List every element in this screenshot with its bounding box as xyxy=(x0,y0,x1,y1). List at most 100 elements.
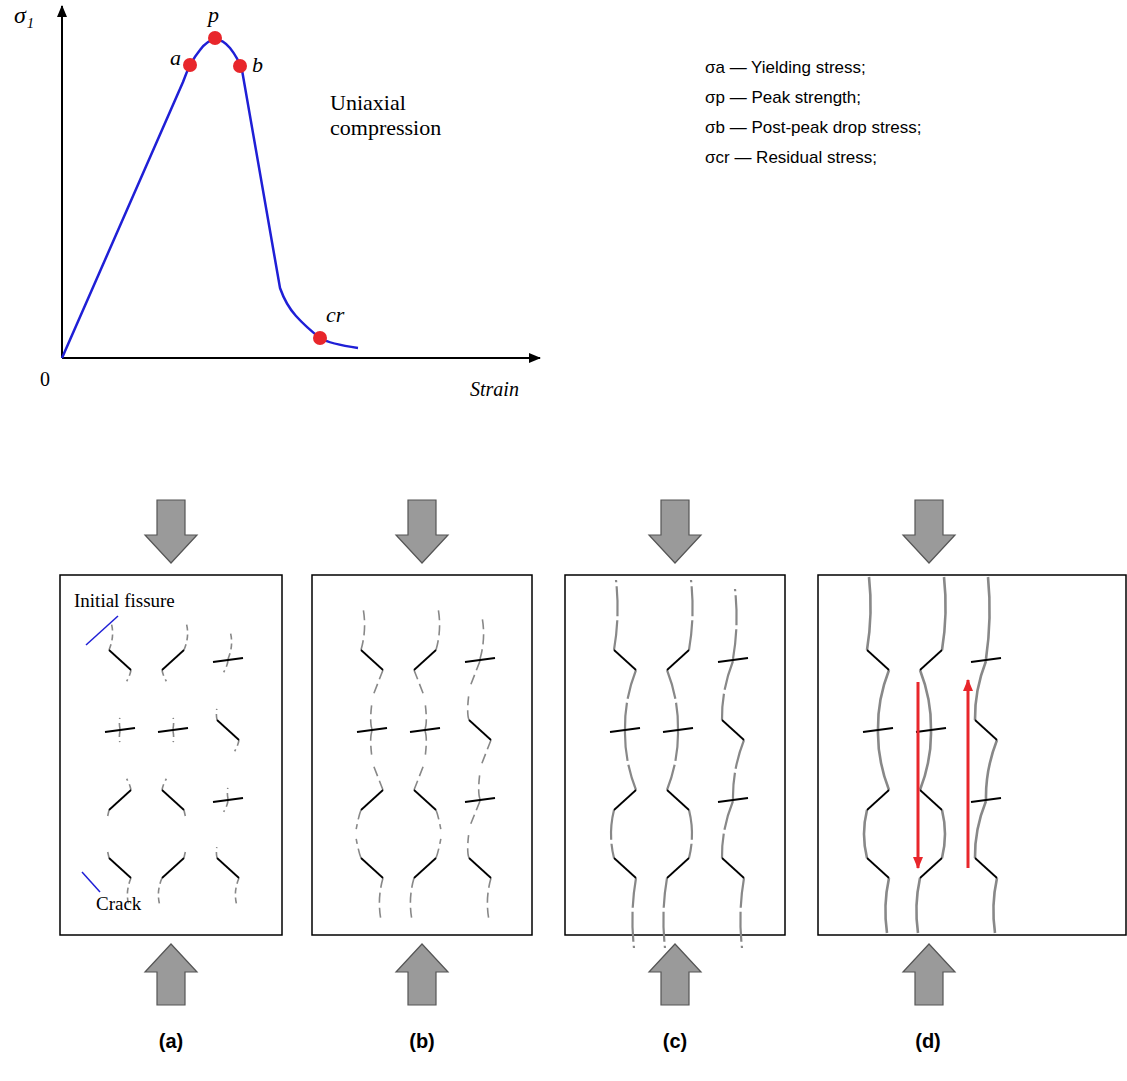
crack xyxy=(235,740,239,751)
crack xyxy=(625,670,636,729)
callout-label: Initial fissure xyxy=(74,590,175,612)
initial-fissure xyxy=(465,658,495,662)
crack xyxy=(611,810,614,858)
initial-fissure xyxy=(667,650,689,670)
shear-arrow xyxy=(917,682,920,868)
load-arrow xyxy=(396,944,448,1005)
crack xyxy=(184,622,188,650)
crack xyxy=(878,731,889,790)
crack xyxy=(468,696,469,720)
crack xyxy=(216,847,218,858)
crack xyxy=(614,580,618,650)
initial-fissure xyxy=(158,728,188,732)
crack xyxy=(878,670,889,729)
initial-fissure xyxy=(469,720,491,740)
initial-fissure xyxy=(916,728,946,732)
crack xyxy=(235,878,239,906)
crack xyxy=(371,731,372,755)
crack xyxy=(975,661,986,720)
initial-fissure xyxy=(109,790,131,810)
initial-fissure xyxy=(213,798,243,802)
crack xyxy=(722,661,733,720)
crack xyxy=(920,731,931,790)
initial-fissure xyxy=(162,858,184,878)
crack xyxy=(975,801,986,858)
crack xyxy=(356,839,361,858)
initial-fissure xyxy=(105,728,135,732)
crack xyxy=(487,878,491,920)
crack xyxy=(689,580,693,650)
initial-fissure xyxy=(465,798,495,802)
point-a xyxy=(183,58,197,72)
specimen-box xyxy=(818,575,1126,935)
panel-label: (c) xyxy=(663,1030,687,1053)
initial-fissure xyxy=(414,858,436,878)
crack xyxy=(356,810,361,829)
crack xyxy=(733,740,744,799)
crack xyxy=(172,731,174,742)
crack xyxy=(632,878,636,948)
initial-fissure xyxy=(614,650,636,670)
point-label: b xyxy=(252,52,263,77)
x-axis xyxy=(62,357,540,359)
initial-fissure xyxy=(667,790,689,810)
crack xyxy=(374,670,383,694)
crack xyxy=(482,740,491,764)
point-b xyxy=(233,59,247,73)
point-p xyxy=(208,31,222,45)
crack xyxy=(625,731,636,790)
crack xyxy=(162,670,166,681)
crack xyxy=(942,577,946,650)
crack xyxy=(414,766,423,790)
specimen-box xyxy=(60,575,282,935)
crack xyxy=(942,810,945,858)
initial-fissure xyxy=(414,650,436,670)
initial-fissure xyxy=(867,790,889,810)
crack xyxy=(410,878,414,920)
crack xyxy=(379,878,383,920)
load-arrow xyxy=(903,500,955,563)
crack xyxy=(663,878,667,948)
load-arrow xyxy=(145,944,197,1005)
initial-fissure xyxy=(975,858,997,878)
specimen-panels xyxy=(60,500,1126,1005)
crack xyxy=(361,608,365,650)
crack xyxy=(414,670,423,694)
panel-label: (a) xyxy=(159,1030,183,1053)
crack xyxy=(436,810,441,829)
stress-strain-curve xyxy=(62,39,358,358)
initial-fissure xyxy=(722,720,744,740)
crack xyxy=(184,810,186,819)
initial-fissure xyxy=(863,728,893,732)
initial-fissure xyxy=(667,858,689,878)
crack xyxy=(864,810,867,858)
point-label: cr xyxy=(326,302,344,327)
crack xyxy=(722,801,733,858)
specimen-box xyxy=(565,575,785,935)
initial-fissure xyxy=(867,858,889,878)
crack xyxy=(986,740,997,799)
leader-line xyxy=(86,616,118,645)
panel-label: (b) xyxy=(409,1030,435,1053)
initial-fissure xyxy=(614,858,636,878)
axis-label: σ₁ xyxy=(14,2,34,30)
crack xyxy=(127,670,131,681)
crack xyxy=(425,705,426,729)
initial-fissure xyxy=(361,790,383,810)
crack xyxy=(667,670,678,729)
specimen-box xyxy=(312,575,532,935)
point-label: a xyxy=(170,45,181,70)
crack xyxy=(119,718,121,729)
initial-fissure xyxy=(722,858,744,878)
initial-fissure xyxy=(975,720,997,740)
crack xyxy=(107,810,109,819)
initial-fissure xyxy=(663,728,693,732)
initial-fissure xyxy=(357,728,387,732)
initial-fissure xyxy=(920,650,942,670)
crack xyxy=(867,577,871,650)
crack xyxy=(224,661,228,672)
initial-fissure xyxy=(361,858,383,878)
crack xyxy=(468,835,469,858)
leader-line xyxy=(82,872,100,892)
legend-text: σa — Yielding stress; xyxy=(705,58,866,78)
